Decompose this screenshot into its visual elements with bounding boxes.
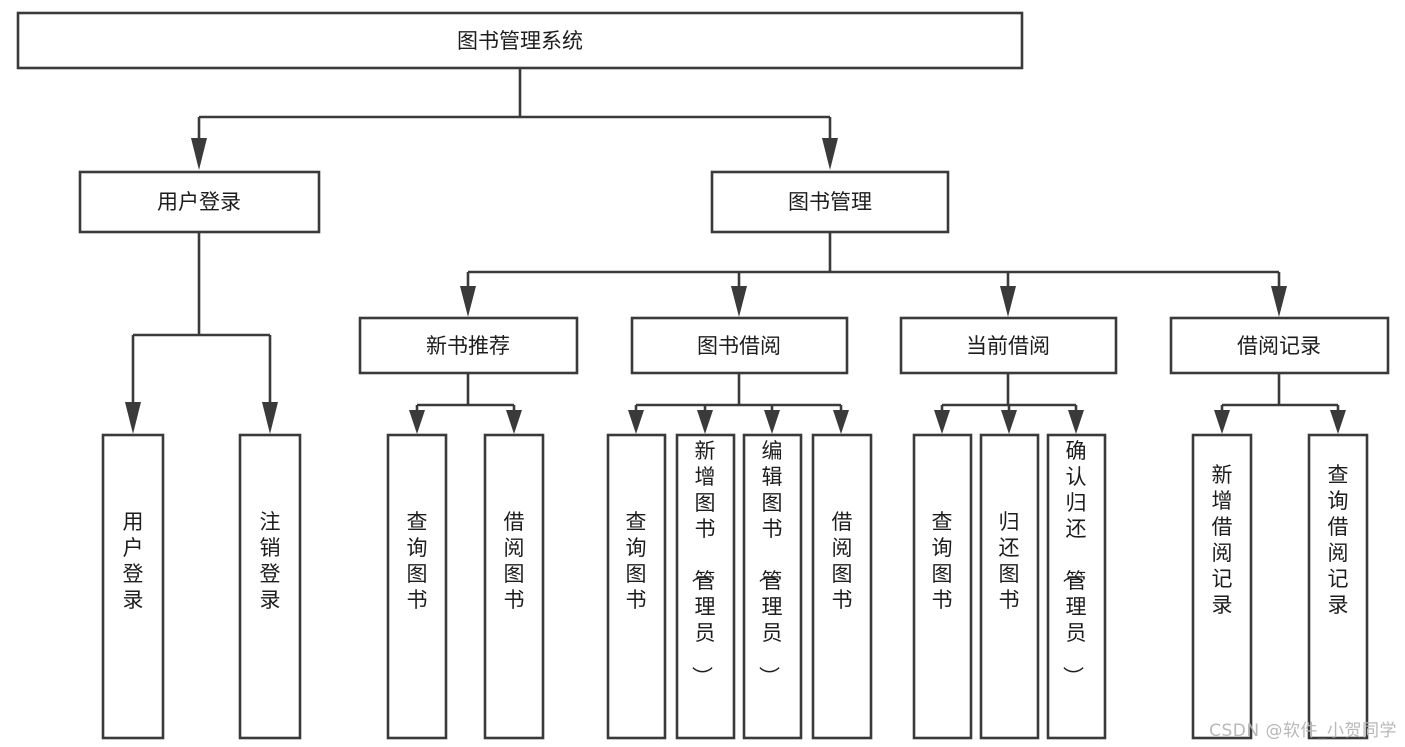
node-new-book-recommend-box[interactable]	[358, 316, 579, 375]
arrow-head-query-book-1	[409, 410, 425, 434]
node-book-management[interactable]: 图书管理	[710, 170, 950, 234]
node-user-login-box[interactable]	[78, 170, 321, 234]
node-query-book-1[interactable]: 查询图书	[386, 433, 448, 740]
node-query-borrow-record[interactable]: 查询借阅记录	[1307, 433, 1369, 740]
node-book-borrow-label: 图书借阅	[697, 334, 781, 358]
node-return-book-label: 归还图书	[999, 510, 1020, 612]
node-confirm-return-admin-label: 确认归还（管理员）	[1061, 439, 1087, 687]
node-query-borrow-record-label: 查询借阅记录	[1328, 463, 1349, 617]
node-root[interactable]: 图书管理系统	[16, 11, 1024, 70]
node-add-book-admin-label: 新增图书（管理员）	[690, 439, 716, 687]
connector-group-borrow-record	[1214, 373, 1346, 434]
node-book-management-label: 图书管理	[788, 190, 872, 214]
node-confirm-return-admin-box[interactable]	[1046, 433, 1107, 740]
node-add-borrow-record[interactable]: 新增借阅记录	[1191, 433, 1253, 740]
arrow-head-book-borrow	[731, 286, 747, 317]
arrow-head-borrow-book-1	[506, 410, 522, 434]
arrow-head-confirm-return-admin	[1068, 410, 1084, 434]
node-return-book[interactable]: 归还图书	[979, 433, 1040, 740]
node-user-logout-leaf-box[interactable]	[238, 433, 302, 740]
arrow-head-new-book-recommend	[460, 286, 476, 317]
node-borrow-record-label: 借阅记录	[1237, 334, 1321, 358]
arrow-head-borrow-record	[1271, 286, 1287, 317]
node-current-borrow-label: 当前借阅	[966, 334, 1050, 358]
node-book-borrow[interactable]: 图书借阅	[630, 316, 849, 375]
node-add-book-admin-box[interactable]	[675, 433, 736, 740]
node-query-book-2-label: 查询图书	[626, 510, 647, 612]
arrow-head-borrow-book-2	[833, 410, 849, 434]
node-edit-book-admin[interactable]: 编辑图书（管理员）	[742, 433, 803, 740]
arrow-head-book-management	[822, 138, 838, 170]
node-book-management-box[interactable]	[710, 170, 950, 234]
node-query-book-2-box[interactable]	[606, 433, 667, 740]
node-book-borrow-box[interactable]	[630, 316, 849, 375]
node-borrow-book-1-box[interactable]	[483, 433, 545, 740]
arrow-head-query-book-3	[934, 410, 950, 434]
node-user-login-label: 用户登录	[157, 190, 241, 214]
node-current-borrow-box[interactable]	[899, 316, 1118, 375]
arrow-head-add-borrow-record	[1214, 410, 1230, 434]
connector-group-new-book-recommend	[409, 373, 522, 434]
node-add-borrow-record-box[interactable]	[1191, 433, 1253, 740]
node-new-book-recommend[interactable]: 新书推荐	[358, 316, 579, 375]
node-user-logout-leaf[interactable]: 注销登录	[238, 433, 302, 740]
node-root-box[interactable]	[16, 11, 1024, 70]
arrow-head-return-book	[1001, 410, 1017, 434]
node-current-borrow[interactable]: 当前借阅	[899, 316, 1118, 375]
node-edit-book-admin-label: 编辑图书（管理员）	[757, 439, 783, 687]
node-edit-book-admin-box[interactable]	[742, 433, 803, 740]
connector-group-book-borrow	[628, 373, 849, 434]
connector-group-root	[191, 68, 838, 170]
node-borrow-book-1[interactable]: 借阅图书	[483, 433, 545, 740]
node-confirm-return-admin[interactable]: 确认归还（管理员）	[1046, 433, 1107, 740]
arrow-head-user-login	[191, 138, 207, 170]
arrow-head-add-book-admin	[697, 410, 713, 434]
connector-group-book-management	[460, 232, 1287, 317]
node-query-borrow-record-box[interactable]	[1307, 433, 1369, 740]
node-user-login[interactable]: 用户登录	[78, 170, 321, 234]
connector-group-user-login	[125, 232, 278, 434]
node-borrow-book-2[interactable]: 借阅图书	[811, 433, 873, 740]
node-new-book-recommend-label: 新书推荐	[426, 334, 510, 358]
node-query-book-3-box[interactable]	[912, 433, 973, 740]
node-borrow-record[interactable]: 借阅记录	[1169, 316, 1390, 375]
node-add-borrow-record-label: 新增借阅记录	[1212, 463, 1233, 617]
node-user-logout-leaf-label: 注销登录	[260, 510, 281, 612]
arrow-head-edit-book-admin	[764, 410, 780, 434]
node-user-login-leaf[interactable]: 用户登录	[101, 433, 165, 740]
node-borrow-book-2-label: 借阅图书	[832, 510, 853, 612]
arrow-head-current-borrow	[1000, 286, 1016, 317]
node-user-login-leaf-label: 用户登录	[123, 510, 144, 612]
arrow-head-query-book-2	[628, 410, 644, 434]
node-borrow-book-2-box[interactable]	[811, 433, 873, 740]
node-add-book-admin[interactable]: 新增图书（管理员）	[675, 433, 736, 740]
node-query-book-1-box[interactable]	[386, 433, 448, 740]
node-query-book-3[interactable]: 查询图书	[912, 433, 973, 740]
node-user-login-leaf-box[interactable]	[101, 433, 165, 740]
node-borrow-record-box[interactable]	[1169, 316, 1390, 375]
arrow-head-user-logout-leaf	[262, 402, 278, 434]
node-query-book-1-label: 查询图书	[407, 510, 428, 612]
arrow-head-query-borrow-record	[1330, 410, 1346, 434]
node-query-book-3-label: 查询图书	[932, 510, 953, 612]
arrow-head-user-login-leaf	[125, 402, 141, 434]
node-query-book-2[interactable]: 查询图书	[606, 433, 667, 740]
connector-group-current-borrow	[934, 373, 1084, 434]
node-root-label: 图书管理系统	[457, 29, 583, 53]
node-borrow-book-1-label: 借阅图书	[504, 510, 525, 612]
node-return-book-box[interactable]	[979, 433, 1040, 740]
